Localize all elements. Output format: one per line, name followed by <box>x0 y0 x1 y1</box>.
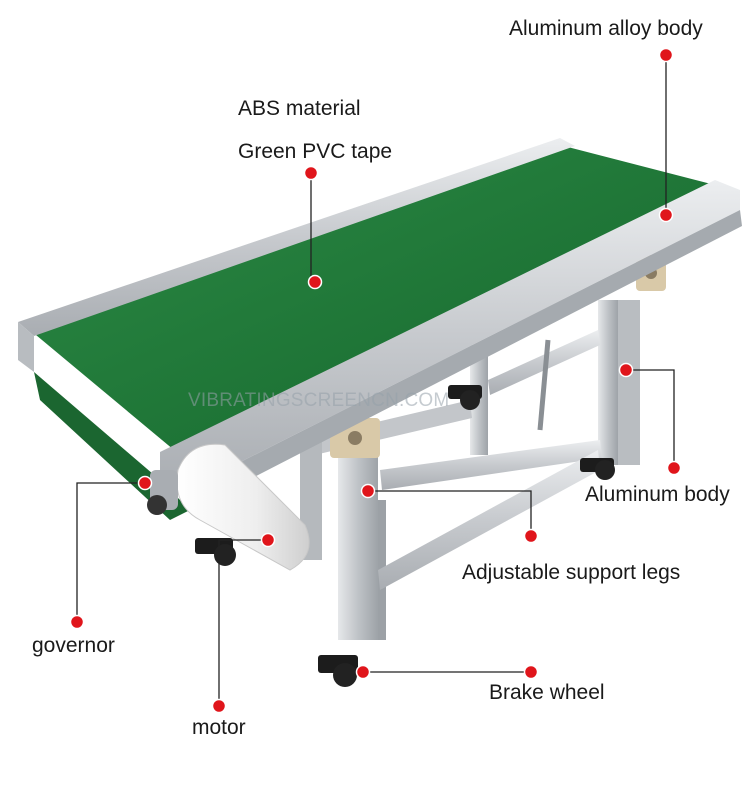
brake-wheel-back <box>448 385 482 410</box>
label-motor: motor <box>192 716 246 739</box>
label-aluminum-alloy-body: Aluminum alloy body <box>509 17 703 40</box>
marker-dot <box>303 165 319 181</box>
leader-aluminum-body <box>626 369 675 468</box>
brake-wheel-front <box>318 655 358 687</box>
leader-motor <box>218 539 268 706</box>
marker-dot <box>666 460 682 476</box>
motor-unit <box>147 443 310 571</box>
label-abs-material: ABS material <box>238 97 361 120</box>
conveyor-top <box>18 138 742 520</box>
marker-dot <box>260 532 276 548</box>
watermark: VIBRATINGSCREENCN.COM <box>188 390 450 411</box>
markers <box>69 47 682 714</box>
front-leg-right <box>338 440 378 640</box>
wheels <box>195 385 615 687</box>
marker-dot <box>69 614 85 630</box>
leader-lines <box>76 55 675 706</box>
green-belt <box>30 145 715 455</box>
motor-housing <box>176 443 310 571</box>
label-brake-wheel: Brake wheel <box>489 681 605 704</box>
marker-dot <box>211 698 227 714</box>
front-crossbar <box>378 450 600 590</box>
front-rail <box>160 180 740 490</box>
leader-governor <box>76 482 145 622</box>
marker-dot <box>307 274 323 290</box>
marker-dot <box>360 483 376 499</box>
label-aluminum-body: Aluminum body <box>585 483 730 506</box>
label-governor: governor <box>32 634 115 657</box>
marker-dot <box>658 207 674 223</box>
marker-dot <box>618 362 634 378</box>
marker-dot <box>658 47 674 63</box>
marker-dot <box>137 475 153 491</box>
brake-wheel-rear <box>580 458 615 480</box>
label-green-pvc-tape: Green PVC tape <box>238 140 393 163</box>
back-crossbar-low <box>380 440 602 490</box>
back-rail <box>18 138 575 336</box>
back-leg-right-side <box>618 300 640 465</box>
marker-dot <box>355 664 371 680</box>
adjust-rod <box>537 339 551 431</box>
back-leg-right <box>598 300 618 465</box>
label-adjustable-support-legs: Adjustable support legs <box>462 561 681 584</box>
leader-adjustable-legs <box>368 490 532 536</box>
marker-dot <box>523 528 539 544</box>
brake-wheel-left <box>195 538 236 566</box>
marker-dot <box>523 664 539 680</box>
